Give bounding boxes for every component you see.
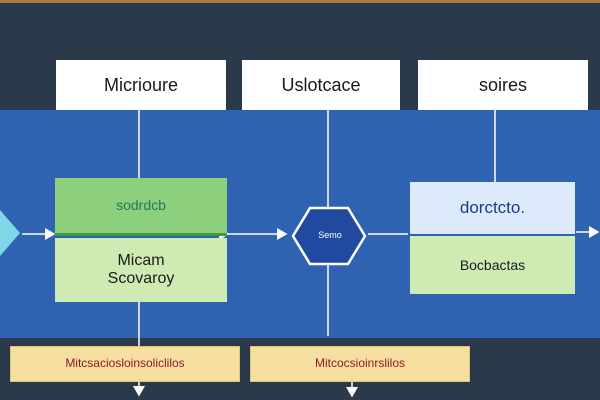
right-block-body-label: Bocbactas bbox=[459, 256, 526, 273]
left-block-body-line2: Scovaroy bbox=[107, 270, 175, 287]
right-block-header-label: dorctcto. bbox=[459, 198, 526, 218]
hub-label: Semo bbox=[318, 230, 342, 240]
top-box-1: Micrioure bbox=[56, 60, 226, 110]
right-block-body: Bocbactas bbox=[410, 236, 575, 294]
top-box-3: soires bbox=[418, 60, 588, 110]
bottom-box-2: Mitcocsioinrslilos bbox=[250, 346, 470, 382]
top-box-3-label: soires bbox=[478, 74, 527, 95]
left-block-header: sodrdcb bbox=[55, 178, 227, 236]
bottom-box-2-label: Mitcocsioinrslilos bbox=[314, 356, 406, 371]
right-block-header: dorctcto. bbox=[410, 182, 575, 234]
top-accent-strip bbox=[0, 0, 600, 3]
hub-hexagon bbox=[291, 206, 367, 266]
bottom-box-1: Mitcsaciosloinsoliclilos bbox=[10, 346, 240, 382]
left-block-body-line1: Micam bbox=[117, 251, 165, 269]
entry-arrow-icon bbox=[0, 210, 20, 256]
top-box-2-label: Uslotcace bbox=[281, 74, 361, 95]
top-box-2: Uslotcace bbox=[242, 60, 400, 110]
left-block-body: Micam Scovaroy bbox=[55, 238, 227, 302]
bottom-box-1-label: Mitcsaciosloinsoliclilos bbox=[65, 356, 185, 371]
top-box-1-label: Micrioure bbox=[103, 74, 178, 95]
left-block-header-label: sodrdcb bbox=[116, 197, 166, 214]
